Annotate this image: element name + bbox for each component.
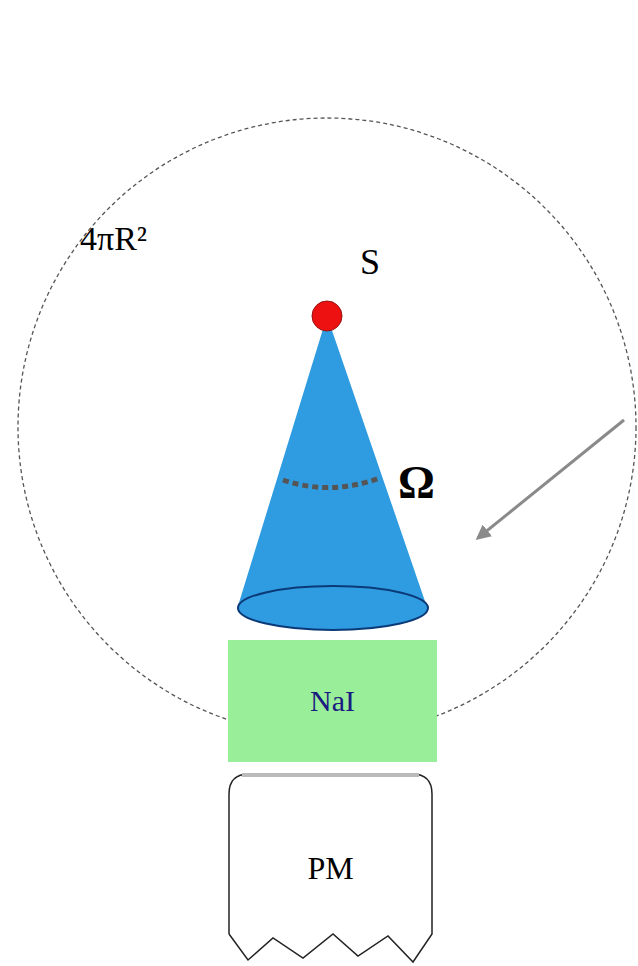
solid-angle-arc [283, 478, 380, 488]
pointer-arrow [478, 420, 624, 538]
solid-angle-label: Ω [398, 460, 435, 506]
source-label: S [360, 244, 380, 280]
area-formula: 4πR² [80, 222, 147, 256]
source-dot [312, 301, 342, 331]
scintillator-crystal: NaI [228, 640, 437, 762]
photomultiplier: PM [228, 772, 433, 964]
cone-base [238, 586, 428, 630]
node-label: PM [307, 850, 353, 887]
node-label: NaI [310, 684, 355, 718]
